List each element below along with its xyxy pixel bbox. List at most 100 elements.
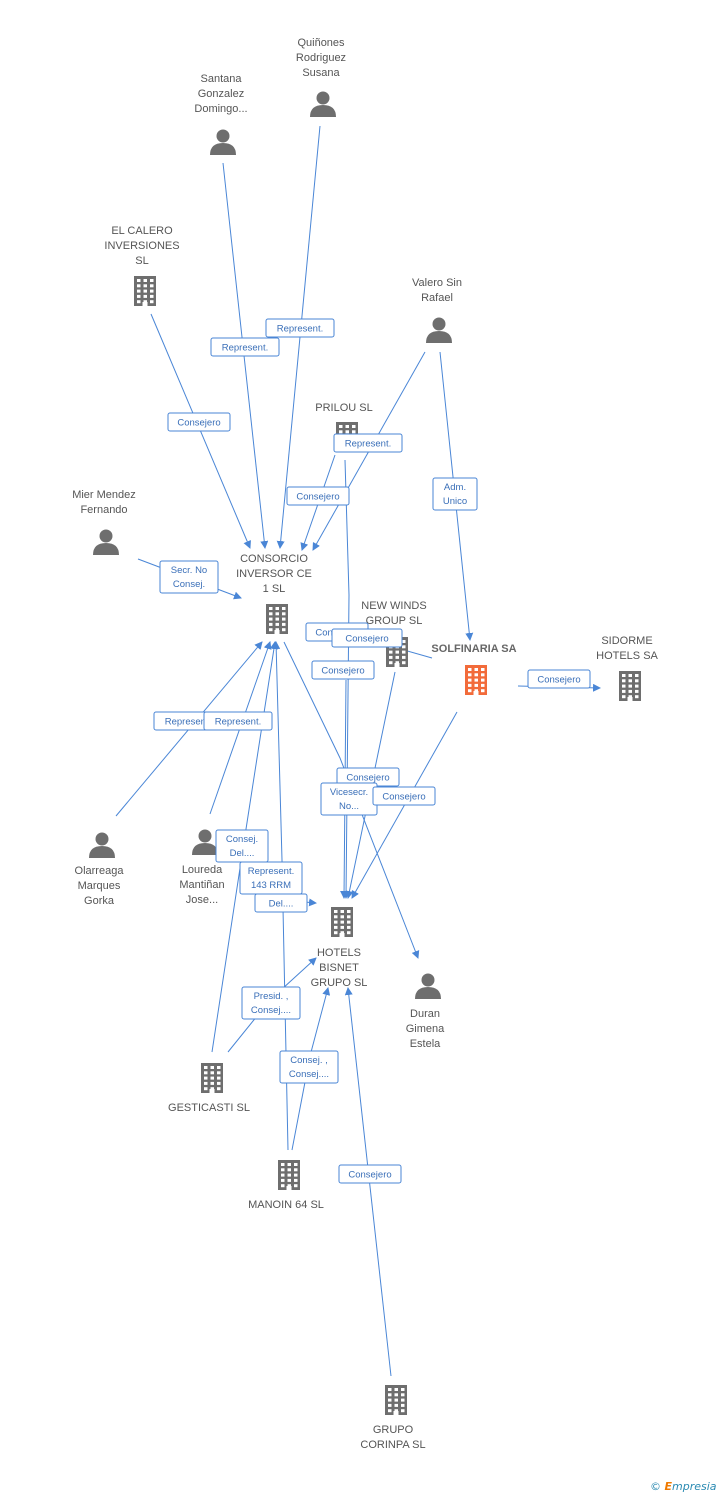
building-window <box>352 430 356 434</box>
building-window <box>137 284 141 288</box>
building-window <box>204 1081 208 1085</box>
edge-label-e22[interactable]: Consejero <box>338 1164 402 1184</box>
edge-label-e2[interactable]: Represent. <box>210 337 280 357</box>
edge-label-text: Consejero <box>346 773 389 784</box>
building-window <box>217 1066 221 1069</box>
edge-label-text: Represent. <box>215 717 261 728</box>
building-door <box>394 663 400 667</box>
node-loureda[interactable]: LouredaMantiñanJose... <box>179 829 225 907</box>
node-solfinaria[interactable]: SOLFINARIA SA <box>431 643 517 695</box>
building-window <box>622 684 626 688</box>
building-window <box>635 695 639 699</box>
building-window <box>282 607 286 610</box>
edge-labels-layer: Represent.Represent.ConsejeroRepresent.C… <box>153 318 591 1184</box>
edge-label-e10[interactable]: Consejero <box>311 660 375 680</box>
building-window <box>275 622 279 626</box>
edge-label-e3[interactable]: Consejero <box>167 412 231 432</box>
person-head <box>198 829 212 843</box>
edge-label-e15[interactable]: Vicesecr.No... <box>320 782 378 816</box>
node-label: GRUPO SL <box>311 977 368 989</box>
building-window <box>401 1398 405 1402</box>
building-window <box>395 661 399 665</box>
node-corinpa[interactable]: GRUPO CORINPA SL <box>360 1385 426 1451</box>
edges-layer <box>115 125 601 1377</box>
edge-label-e13[interactable]: Represent. <box>203 711 273 731</box>
building-window <box>388 1403 392 1407</box>
edge-label-text: Represent. <box>277 324 323 335</box>
node-label: PRILOU SL <box>315 402 372 414</box>
edge-label-text: Represent. <box>345 439 391 450</box>
edge-label-e9[interactable]: Consejero <box>331 628 403 648</box>
node-manoin[interactable]: MANOIN 64 SL <box>248 1160 324 1211</box>
edge-label-e14[interactable]: Consejero <box>336 767 400 787</box>
building-window <box>402 655 406 659</box>
person-body <box>89 846 115 858</box>
building-window <box>287 1163 291 1166</box>
edge-label-e18[interactable]: Represent.143 RRM <box>239 861 303 895</box>
building-window <box>334 925 338 929</box>
building-window <box>345 425 349 428</box>
edge-label-text: Consejero <box>321 666 364 677</box>
building-window <box>401 1409 405 1413</box>
edge-label-text: Consejero <box>382 792 425 803</box>
company-building-icon <box>278 1160 300 1190</box>
node-label: CORINPA SL <box>360 1439 425 1451</box>
edge-label-e4[interactable]: Represent. <box>333 433 403 453</box>
node-santana[interactable]: SantanaGonzalezDomingo... <box>194 73 248 155</box>
node-label: HOTELS SA <box>596 650 658 662</box>
building-window <box>294 1173 298 1177</box>
building-window <box>394 1409 398 1413</box>
person-body <box>415 987 441 999</box>
company-building-icon <box>134 276 156 306</box>
building-window <box>628 684 632 688</box>
edge-label-e5[interactable]: Consejero <box>286 486 350 506</box>
person-icon <box>415 973 441 999</box>
node-label: Valero Sin <box>412 277 462 289</box>
building-window <box>340 910 344 913</box>
edge-label-text: Consej. <box>226 834 258 845</box>
node-gesticasti[interactable]: GESTICASTI SL <box>168 1063 250 1114</box>
brand-initial: E <box>664 1480 673 1493</box>
person-body <box>93 543 119 555</box>
edge-label-box <box>167 412 231 432</box>
building-window <box>468 689 472 693</box>
building-window <box>347 925 351 929</box>
edge-label-e20[interactable]: Presid. ,Consej.... <box>241 986 301 1020</box>
building-window <box>347 931 351 935</box>
person-icon <box>93 529 119 555</box>
edge-label-e1[interactable]: Represent. <box>265 318 335 338</box>
building-window <box>150 300 154 304</box>
edge-label-e17[interactable]: Consej.Del.... <box>215 829 269 863</box>
building-window <box>334 920 338 924</box>
building-window <box>402 645 406 649</box>
building-window <box>143 284 147 288</box>
building-window <box>294 1184 298 1188</box>
edge-label-box <box>241 986 301 1020</box>
empresia-logo[interactable]: © Empresia <box>650 1480 717 1493</box>
node-label: Quiñones <box>297 37 345 49</box>
building-window <box>389 655 393 659</box>
building-window <box>150 279 154 282</box>
building-window <box>275 617 279 621</box>
edge-label-e19[interactable]: Del.... <box>254 893 308 913</box>
edge-label-e6[interactable]: Adm.Unico <box>432 477 478 511</box>
edge-label-e11[interactable]: Consejero <box>527 669 591 689</box>
building-window <box>143 300 147 304</box>
person-icon <box>426 317 452 343</box>
building-window <box>622 674 626 677</box>
node-label: GRUPO <box>373 1424 414 1436</box>
building-window <box>217 1076 221 1080</box>
edge-label-e16[interactable]: Consejero <box>372 786 436 806</box>
edge-label-e21[interactable]: Consej. ,Consej.... <box>279 1050 339 1084</box>
node-label: SL <box>135 255 148 267</box>
